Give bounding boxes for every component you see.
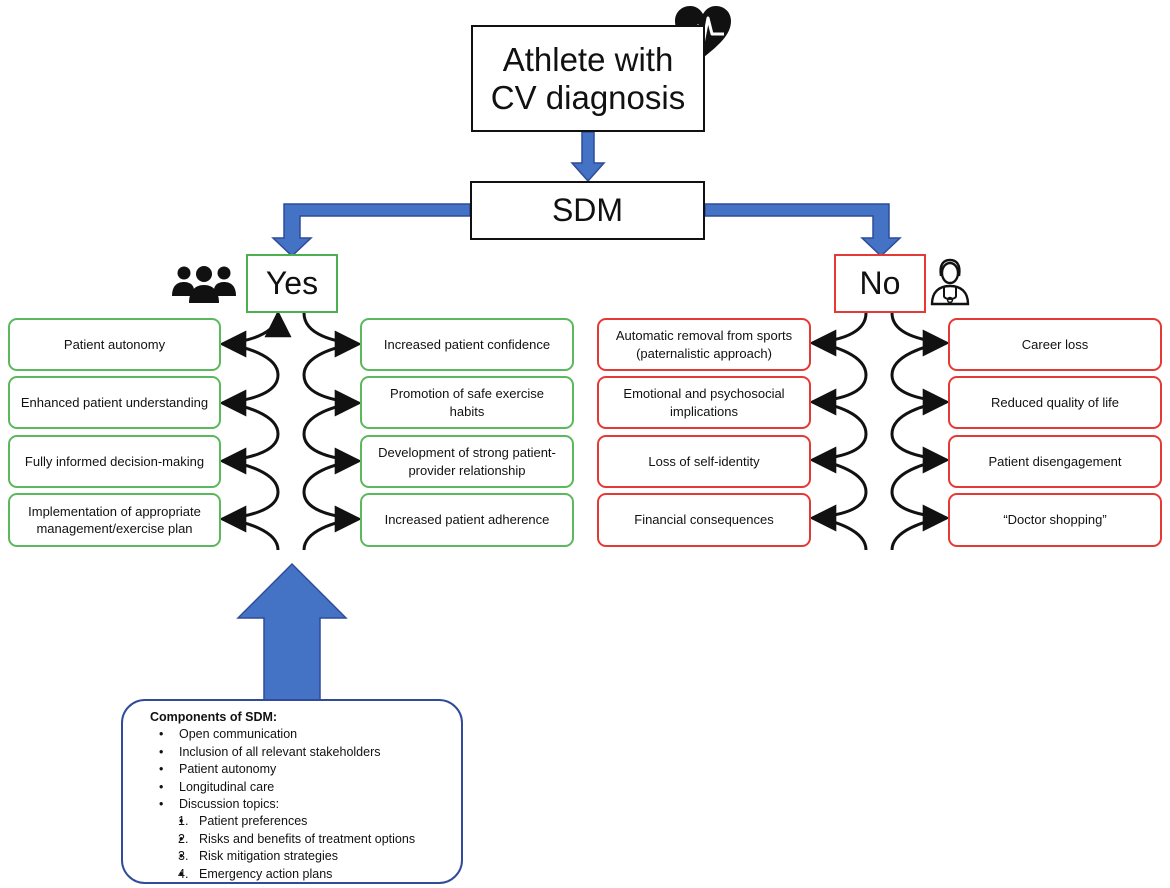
components-box: Components of SDM: Open communication In… [121,699,463,884]
no-right-item: Reduced quality of life [948,376,1162,429]
components-heading: Components of SDM: [150,710,278,724]
title-box: Athlete with CV diagnosis [471,25,705,132]
yes-text: Yes [265,265,319,301]
no-left-item: Emotional and psychosocial implications [597,376,811,429]
component-item: Inclusion of all relevant stakeholders [159,744,451,762]
topic-text: Emergency action plans [199,866,333,881]
yes-left-item: Patient autonomy [8,318,221,371]
yes-right-item: Increased patient adherence [360,493,574,547]
topic-text: Risk mitigation strategies [199,849,338,864]
no-right-item: “Doctor shopping” [948,493,1162,547]
topic-item: 4. Emergency action plans [178,866,451,884]
no-right-item: Patient disengagement [948,435,1162,488]
component-item: Open communication [159,726,451,744]
no-right-trunk [890,312,948,551]
discussion-topics-list: 1. Patient preferences 2. Risks and benefi… [178,813,451,884]
yes-left-trunk [221,313,278,551]
yes-right-item: Development of strong patient-provider r… [360,435,574,488]
topic-number: 1. [178,814,189,829]
arrow-components-up [236,562,348,701]
topic-text: Risks and benefits of treatment options [199,831,416,846]
topic-item: 3. Risk mitigation strategies [178,848,451,866]
yes-right-item: Increased patient confidence [360,318,574,371]
topic-number: 4. [178,866,189,881]
topic-number: 3. [178,849,189,864]
component-item: Patient autonomy [159,761,451,779]
arrow-title-to-sdm [570,131,606,183]
no-text: No [859,265,901,301]
arrow-sdm-to-yes [271,203,471,258]
group-people-icon [172,266,236,303]
no-branches [809,312,950,551]
component-item: Discussion topics: 1. Patient preferences… [159,796,451,884]
yes-left-item: Enhanced patient understanding [8,376,221,429]
yes-box: Yes [246,254,338,313]
topic-number: 2. [178,831,189,846]
arrow-sdm-to-no [704,203,902,258]
title-text: Athlete with CV diagnosis [490,40,686,116]
yes-branches [219,312,362,551]
component-item: Longitudinal care [159,779,451,797]
sdm-box: SDM [470,181,705,240]
topic-text: Patient preferences [199,814,308,829]
sdm-text: SDM [551,192,624,228]
yes-right-item: Promotion of safe exercise habits [360,376,574,429]
topic-item: 2. Risks and benefits of treatment option… [178,831,451,849]
yes-left-item: Implementation of appropriate management… [8,493,221,547]
no-right-item: Career loss [948,318,1162,371]
components-list: Open communication Inclusion of all rele… [150,726,451,883]
discussion-topics-label: Discussion topics: [179,797,280,812]
no-box: No [834,254,926,313]
no-left-item: Automatic removal from sports (paternali… [597,318,811,371]
no-left-trunk [811,312,868,551]
yes-left-item: Fully informed decision-making [8,435,221,488]
no-left-item: Loss of self-identity [597,435,811,488]
yes-right-trunk [302,312,360,551]
no-left-item: Financial consequences [597,493,811,547]
doctor-icon [930,258,970,306]
topic-item: 1. Patient preferences [178,813,451,831]
